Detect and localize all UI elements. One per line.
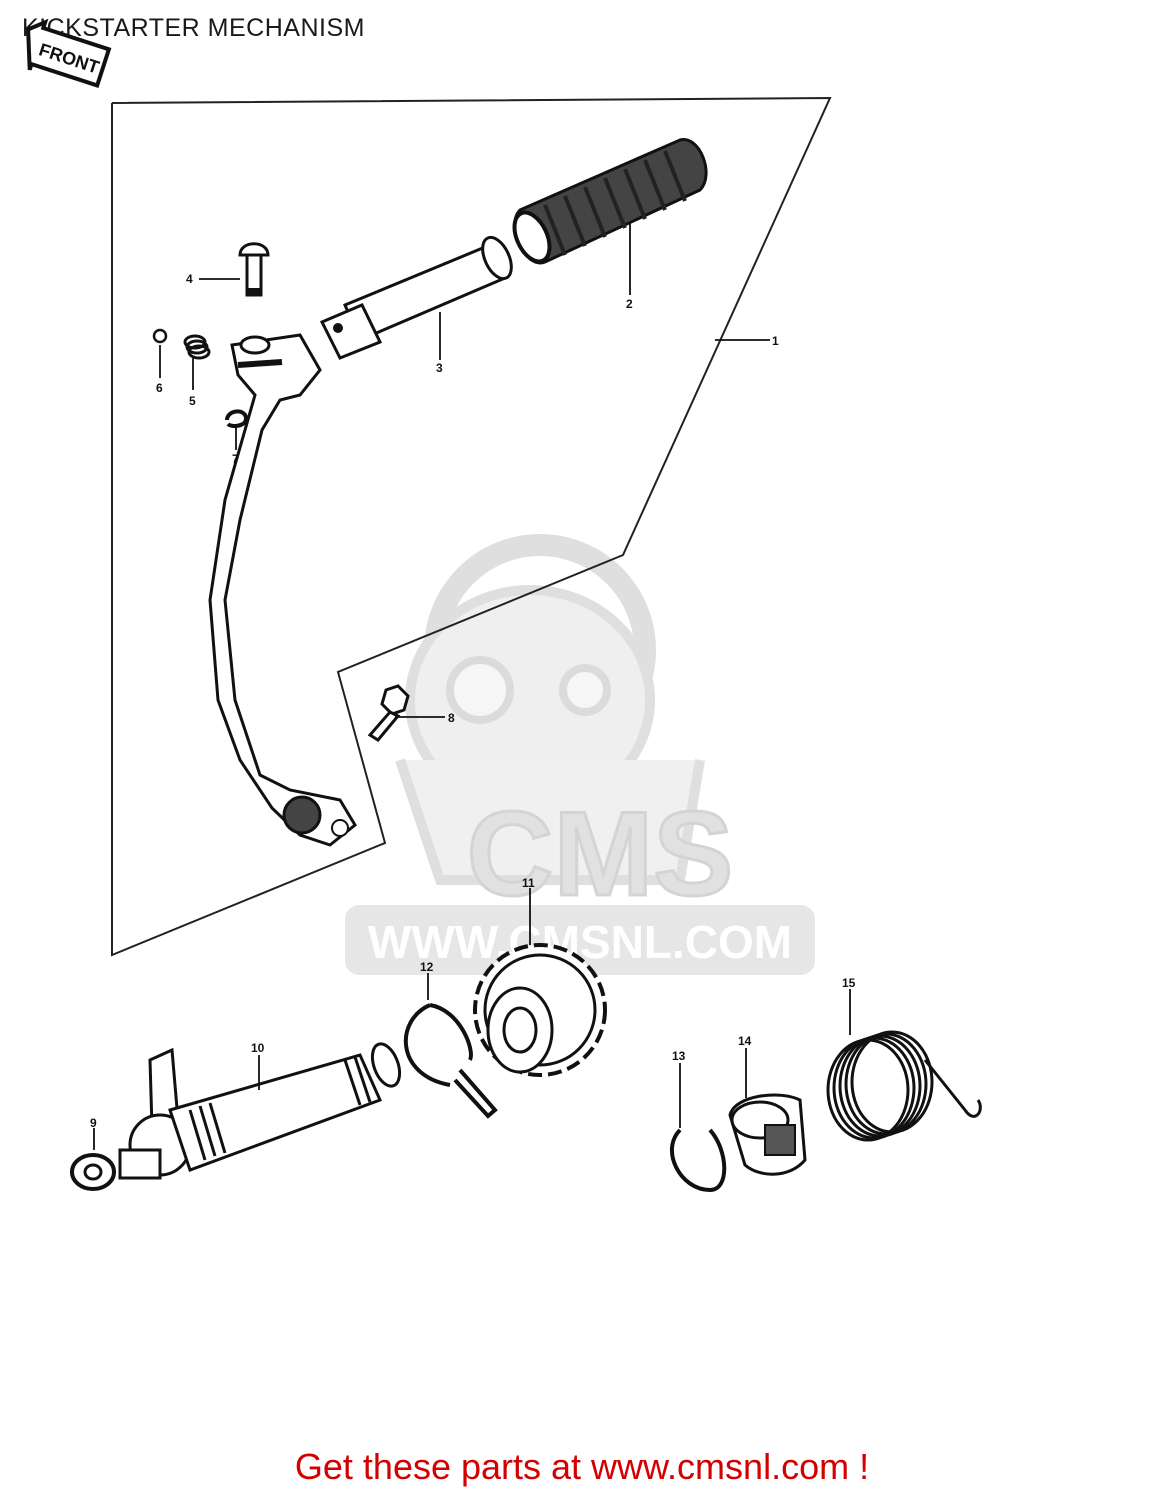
part-label-3: 3	[436, 361, 443, 375]
part-label-8: 8	[448, 711, 455, 725]
kick-spring	[826, 1030, 982, 1142]
small-circlip	[225, 409, 248, 428]
steel-ball	[152, 328, 168, 344]
footrest-rubber	[512, 138, 708, 265]
spring-guide	[728, 1093, 807, 1176]
assembly-outline	[111, 96, 832, 957]
front-arrow-badge: FRONT	[26, 18, 112, 88]
pin-bolt	[238, 242, 270, 297]
part-label-12: 12	[420, 960, 434, 974]
part-label-1: 1	[772, 334, 779, 348]
kick-pedal-shaft	[319, 235, 513, 360]
retaining-ring	[669, 1128, 727, 1193]
part-label-6: 6	[156, 381, 163, 395]
page-title: KICKSTARTER MECHANISM	[22, 14, 365, 42]
part-label-2: 2	[626, 297, 633, 311]
part-label-14: 14	[738, 1034, 752, 1048]
part-label-10: 10	[251, 1041, 265, 1055]
part-label-11: 11	[522, 876, 535, 890]
part-labels: 1 2 3 4 5 6 7 8 9 10 11 12 13 14 15	[90, 272, 856, 1130]
kick-gear	[473, 943, 607, 1077]
small-spring	[183, 334, 211, 360]
part-label-9: 9	[90, 1116, 97, 1130]
part-label-7: 7	[232, 452, 239, 466]
kick-shaft	[118, 1042, 402, 1180]
part-label-15: 15	[842, 976, 856, 990]
cms-watermark: CMS WWW.CMSNL.COM	[345, 534, 815, 975]
pedal-bolt	[367, 684, 410, 742]
thrust-washer	[70, 1153, 116, 1191]
get-parts-link[interactable]: Get these parts at www.cmsnl.com !	[294, 1446, 870, 1487]
part-label-4: 4	[186, 272, 193, 286]
part-label-5: 5	[189, 394, 196, 408]
kick-pedal-arm	[208, 333, 357, 847]
leader-lines	[93, 222, 851, 1150]
gear-circlip	[403, 1003, 498, 1119]
watermark-brand: CMS	[467, 787, 734, 921]
part-label-13: 13	[672, 1049, 686, 1063]
